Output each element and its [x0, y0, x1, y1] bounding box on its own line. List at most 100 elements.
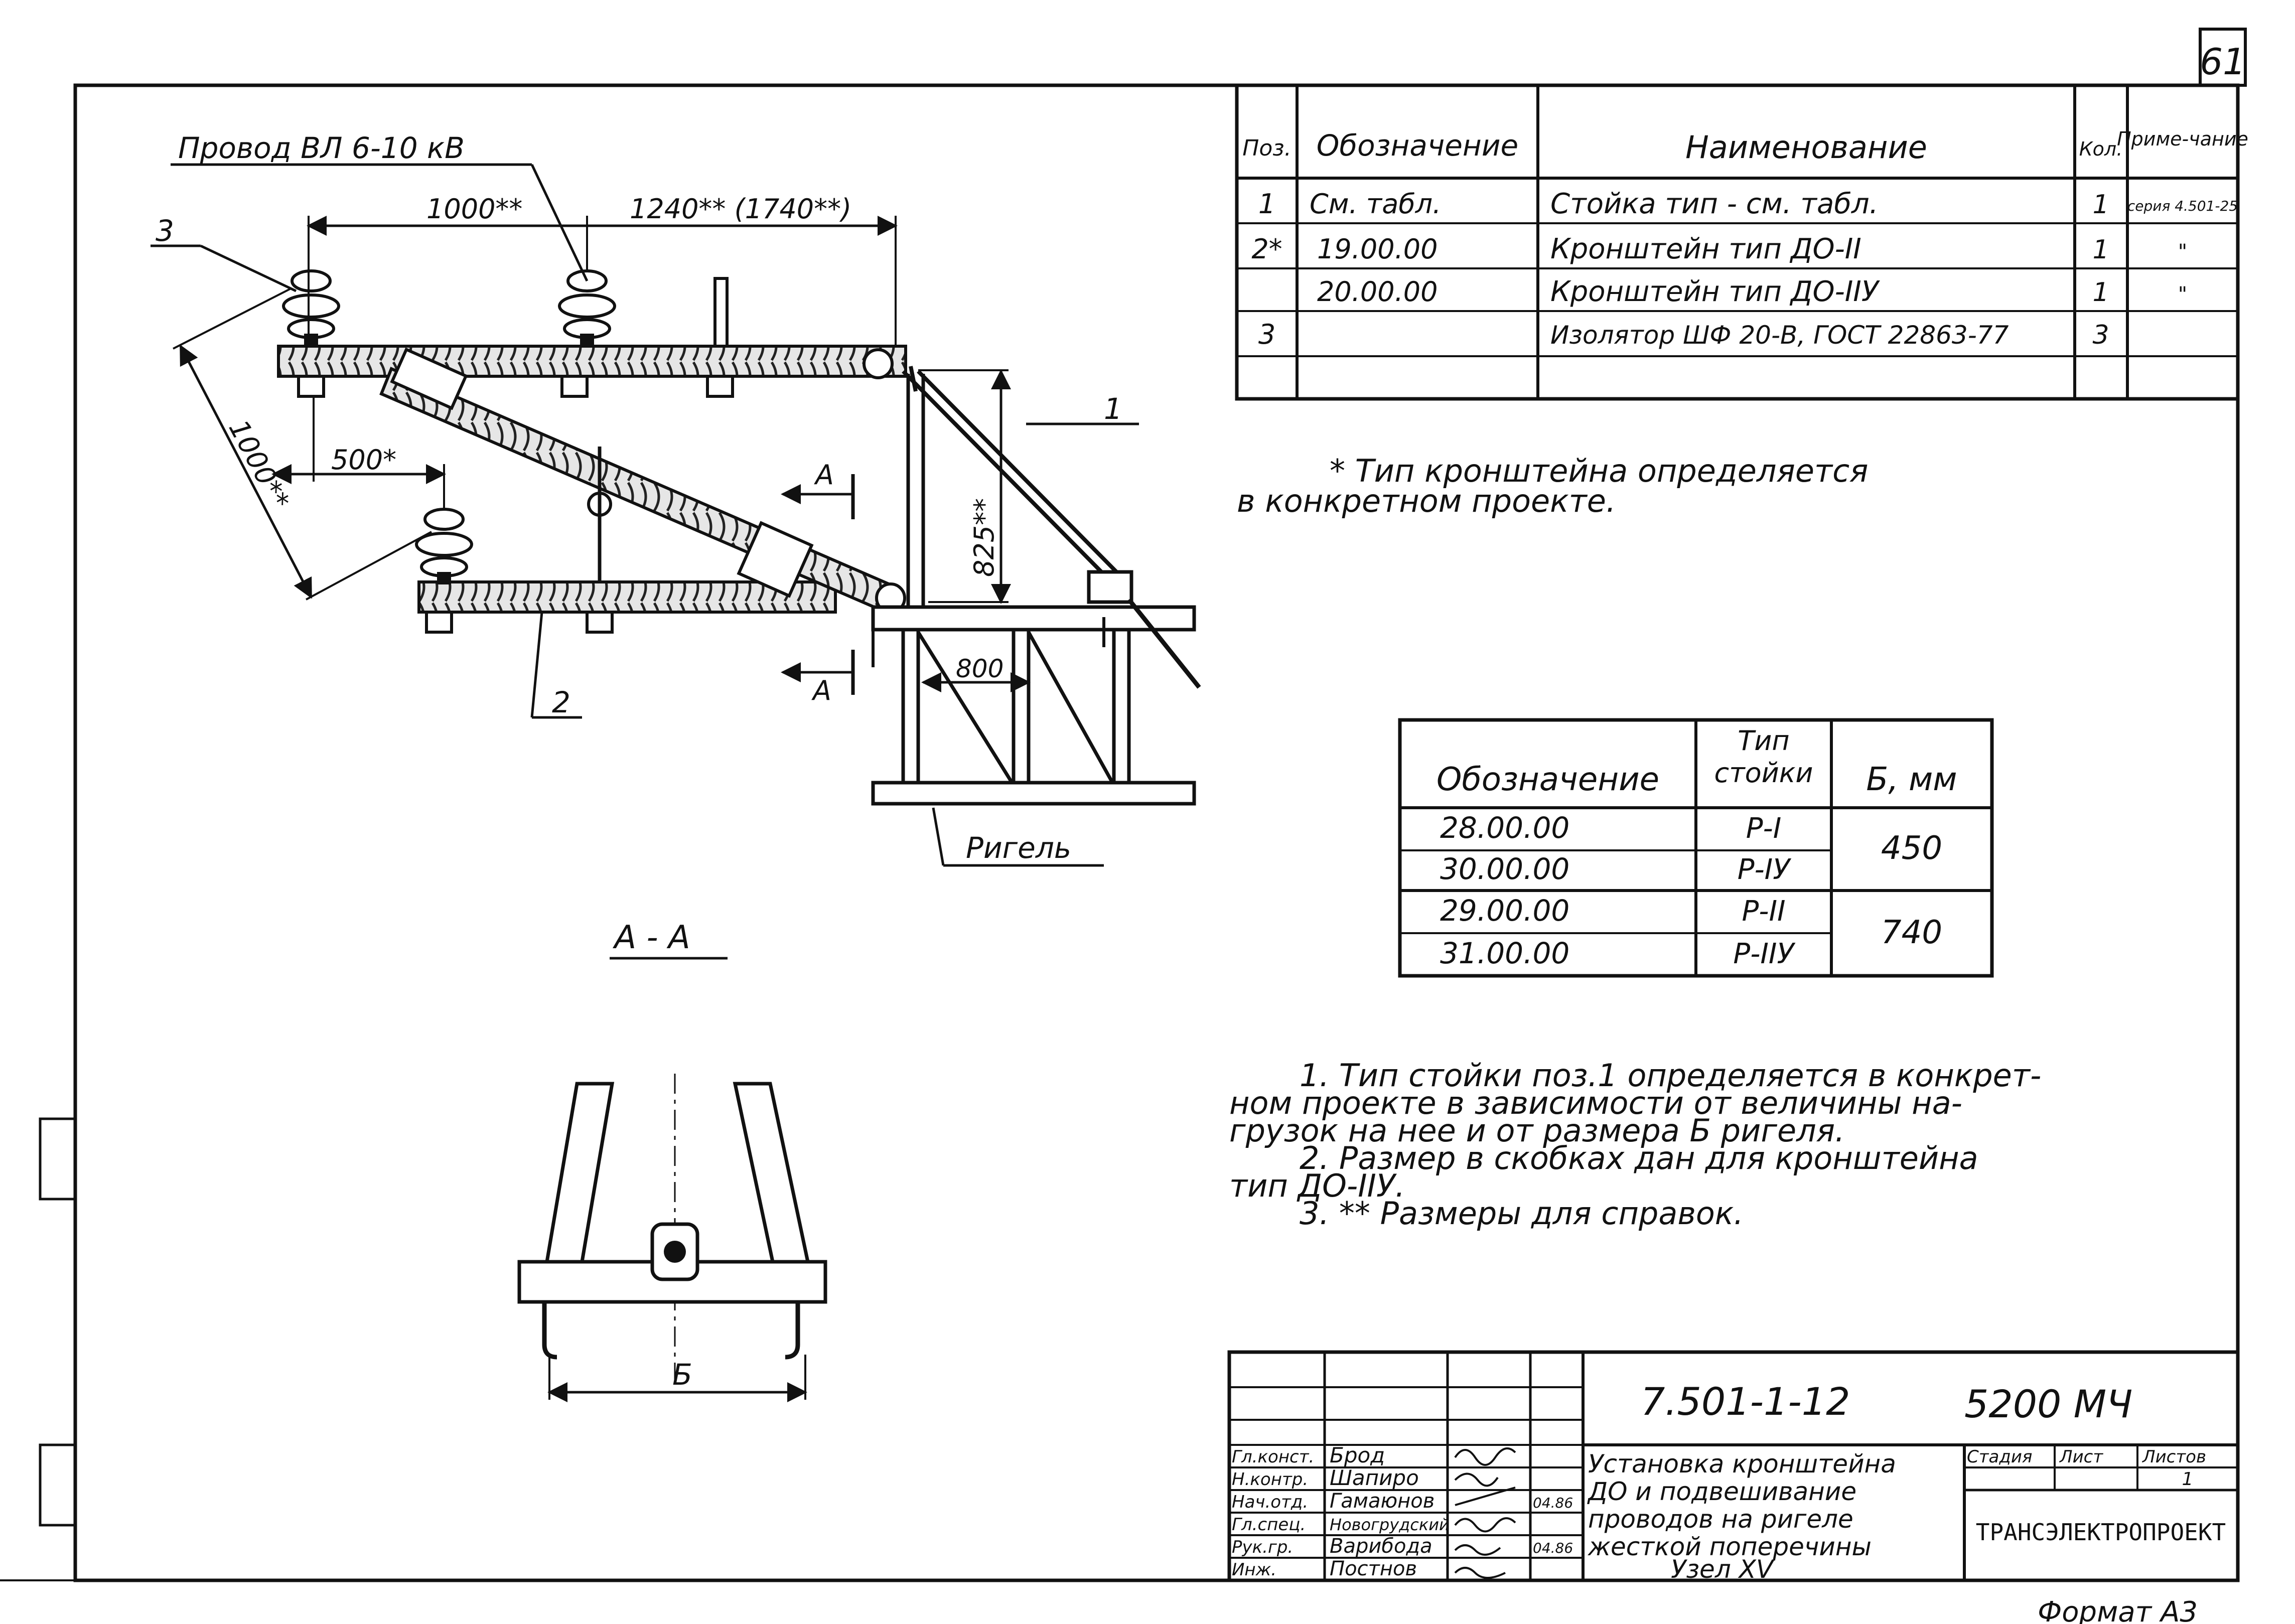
- svg-text:3: 3: [1258, 319, 1275, 350]
- sheet-format: Формат А3: [2038, 1596, 2198, 1624]
- section-mark-top: А: [781, 459, 855, 519]
- svg-text:2. Размер в скобках дан для кр: 2. Размер в скобках дан для кронштейна: [1300, 1140, 1978, 1176]
- svg-text:Гамаюнов: Гамаюнов: [1330, 1490, 1435, 1513]
- svg-text:3: 3: [2092, 320, 2109, 350]
- svg-text:Р-IУ: Р-IУ: [1738, 853, 1792, 886]
- note-star: * Тип кронштейна определяется в конкретн…: [1237, 453, 1868, 519]
- svg-text:19.00.00: 19.00.00: [1317, 233, 1438, 265]
- doc-suffix: 5200 МЧ: [1964, 1382, 2132, 1426]
- svg-text:* Тип кронштейна определяется: * Тип кронштейна определяется: [1330, 453, 1868, 489]
- svg-text:в конкретном проекте.: в конкретном проекте.: [1237, 483, 1616, 519]
- svg-text:Гл.спец.: Гл.спец.: [1232, 1515, 1306, 1535]
- section-mark-bottom: А: [781, 650, 855, 706]
- signature-row: Рук.гр. Варибода 04.86: [1232, 1535, 1573, 1558]
- spec-header-pos: Поз.: [1242, 135, 1291, 161]
- bracket-drawing: Провод ВЛ 6-10 кВ 1000** 1240** (1740**)…: [151, 131, 1201, 867]
- svg-text:": ": [2178, 283, 2187, 306]
- svg-text:Р-I: Р-I: [1746, 812, 1782, 845]
- svg-text:Р-II: Р-II: [1742, 895, 1785, 928]
- svg-text:Шапиро: Шапиро: [1330, 1465, 1419, 1490]
- table-row: 29.00.00 Р-II: [1440, 894, 1786, 928]
- svg-text:Стадия: Стадия: [1967, 1447, 2032, 1467]
- page-number: 61: [2200, 41, 2246, 83]
- signature-row: Гл.конст. Брод: [1232, 1443, 1385, 1467]
- svg-text:тип ДО-IIУ.: тип ДО-IIУ.: [1229, 1167, 1405, 1204]
- svg-text:1: 1: [2092, 235, 2109, 265]
- svg-text:20.00.00: 20.00.00: [1317, 276, 1438, 308]
- organization: ТРАНСЭЛЕКТРОПРОЕКТ: [1976, 1519, 2226, 1546]
- svg-text:30.00.00: 30.00.00: [1440, 852, 1569, 886]
- signature-row: Н.контр. Шапиро: [1232, 1465, 1419, 1490]
- svg-text:04.86: 04.86: [1533, 1540, 1573, 1556]
- b-value-740: 740: [1881, 914, 1942, 951]
- signature-row: Гл.спец. Новогрудский: [1232, 1515, 1450, 1535]
- riegel-top: [871, 605, 1196, 632]
- dim-825: 825**: [968, 498, 1000, 577]
- dim-top-right: 1240** (1740**): [630, 193, 851, 225]
- spec-header-qty: Кол.: [2079, 138, 2123, 160]
- table-row: 2* 19.00.00 Кронштейн тип ДО-II 1 ": [1251, 233, 2187, 265]
- svg-text:грузок на нее и от размера Б р: грузок на нее и от размера Б ригеля.: [1229, 1112, 1845, 1149]
- table-row: 31.00.00 Р-IIУ: [1440, 936, 1796, 970]
- upper-beam: [277, 345, 907, 378]
- svg-text:Новогрудский: Новогрудский: [1330, 1515, 1450, 1534]
- svg-text:проводов на ригеле: проводов на ригеле: [1588, 1505, 1853, 1534]
- svg-text:Стойка тип - см. табл.: Стойка тип - см. табл.: [1550, 188, 1878, 220]
- signature-row: Инж. Постнов: [1232, 1557, 1417, 1580]
- pos-label-1: 1: [1104, 392, 1122, 426]
- svg-text:1: 1: [2092, 190, 2109, 220]
- table-row: 30.00.00 Р-IУ: [1440, 852, 1792, 886]
- svg-text:04.86: 04.86: [1533, 1495, 1573, 1511]
- svg-text:3. ** Размеры для справок.: 3. ** Размеры для справок.: [1300, 1195, 1744, 1232]
- type-header-code: Обозначение: [1437, 761, 1659, 798]
- svg-text:Листов: Листов: [2141, 1447, 2206, 1467]
- svg-text:Кронштейн тип ДО-II: Кронштейн тип ДО-II: [1550, 233, 1861, 265]
- svg-text:31.00.00: 31.00.00: [1440, 936, 1569, 970]
- table-row: 3 Изолятор ШФ 20-В, ГОСТ 22863-77 3: [1258, 319, 2109, 350]
- svg-text:": ": [2178, 240, 2187, 263]
- table-row: 28.00.00 Р-I: [1440, 811, 1781, 845]
- svg-text:Кронштейн тип ДО-IIУ: Кронштейн тип ДО-IIУ: [1550, 275, 1881, 308]
- svg-text:серия 4.501-25: серия 4.501-25: [2127, 198, 2238, 214]
- spec-header-name: Наименование: [1685, 129, 1927, 166]
- dim-b: Б: [672, 1358, 692, 1392]
- pos-label-2: 2: [552, 685, 570, 719]
- svg-text:Брод: Брод: [1330, 1443, 1385, 1467]
- svg-text:А: А: [811, 675, 831, 706]
- doc-code: 7.501-1-12: [1641, 1379, 1850, 1424]
- svg-text:1: 1: [2092, 277, 2109, 308]
- svg-text:жесткой поперечины: жесткой поперечины: [1588, 1532, 1872, 1561]
- type-header-b: Б, мм: [1866, 761, 1957, 798]
- insulator-icon: [415, 508, 473, 584]
- svg-text:Установка кронштейна: Установка кронштейна: [1588, 1449, 1896, 1479]
- pos-label-3: 3: [156, 214, 174, 248]
- svg-text:1. Тип стойки поз.1 определяет: 1. Тип стойки поз.1 определяется в конкр…: [1300, 1057, 2041, 1094]
- insulator-icon: [558, 269, 616, 346]
- svg-text:Постнов: Постнов: [1330, 1557, 1417, 1580]
- svg-text:ДО и подвешивание: ДО и подвешивание: [1587, 1477, 1856, 1506]
- svg-text:Нач.отд.: Нач.отд.: [1232, 1492, 1308, 1512]
- svg-text:А: А: [814, 459, 834, 491]
- spec-header-code: Обозначение: [1317, 128, 1518, 163]
- type-table: Обозначение Тип стойки Б, мм 28.00.00 Р-…: [1398, 718, 1994, 978]
- wire-label: Провод ВЛ 6-10 кВ: [178, 131, 465, 165]
- svg-text:Н.контр.: Н.контр.: [1232, 1469, 1308, 1490]
- svg-text:Рук.гр.: Рук.гр.: [1232, 1537, 1293, 1557]
- riegel-bottom: [871, 781, 1196, 806]
- insulator-icon: [282, 269, 340, 346]
- dim-500: 500*: [331, 444, 396, 476]
- svg-text:ном проекте в зависимости от в: ном проекте в зависимости от величины на…: [1229, 1085, 1962, 1121]
- spec-table: Поз. Обозначение Наименование Кол. Приме…: [1235, 83, 2248, 401]
- svg-text:Лист: Лист: [2059, 1447, 2103, 1467]
- svg-text:28.00.00: 28.00.00: [1440, 811, 1569, 845]
- svg-text:Изолятор ШФ 20-В, ГОСТ 22863-7: Изолятор ШФ 20-В, ГОСТ 22863-77: [1550, 321, 2009, 350]
- notes: 1. Тип стойки поз.1 определяется в конкр…: [1229, 1057, 2041, 1232]
- svg-text:Инж.: Инж.: [1232, 1560, 1276, 1580]
- spec-header-note: Приме-чание: [2117, 128, 2248, 150]
- diagonal-strut: [379, 367, 900, 615]
- riegel-label: Ригель: [966, 831, 1071, 865]
- svg-text:2*: 2*: [1251, 233, 1282, 265]
- svg-text:29.00.00: 29.00.00: [1440, 894, 1569, 928]
- svg-text:См. табл.: См. табл.: [1310, 188, 1441, 220]
